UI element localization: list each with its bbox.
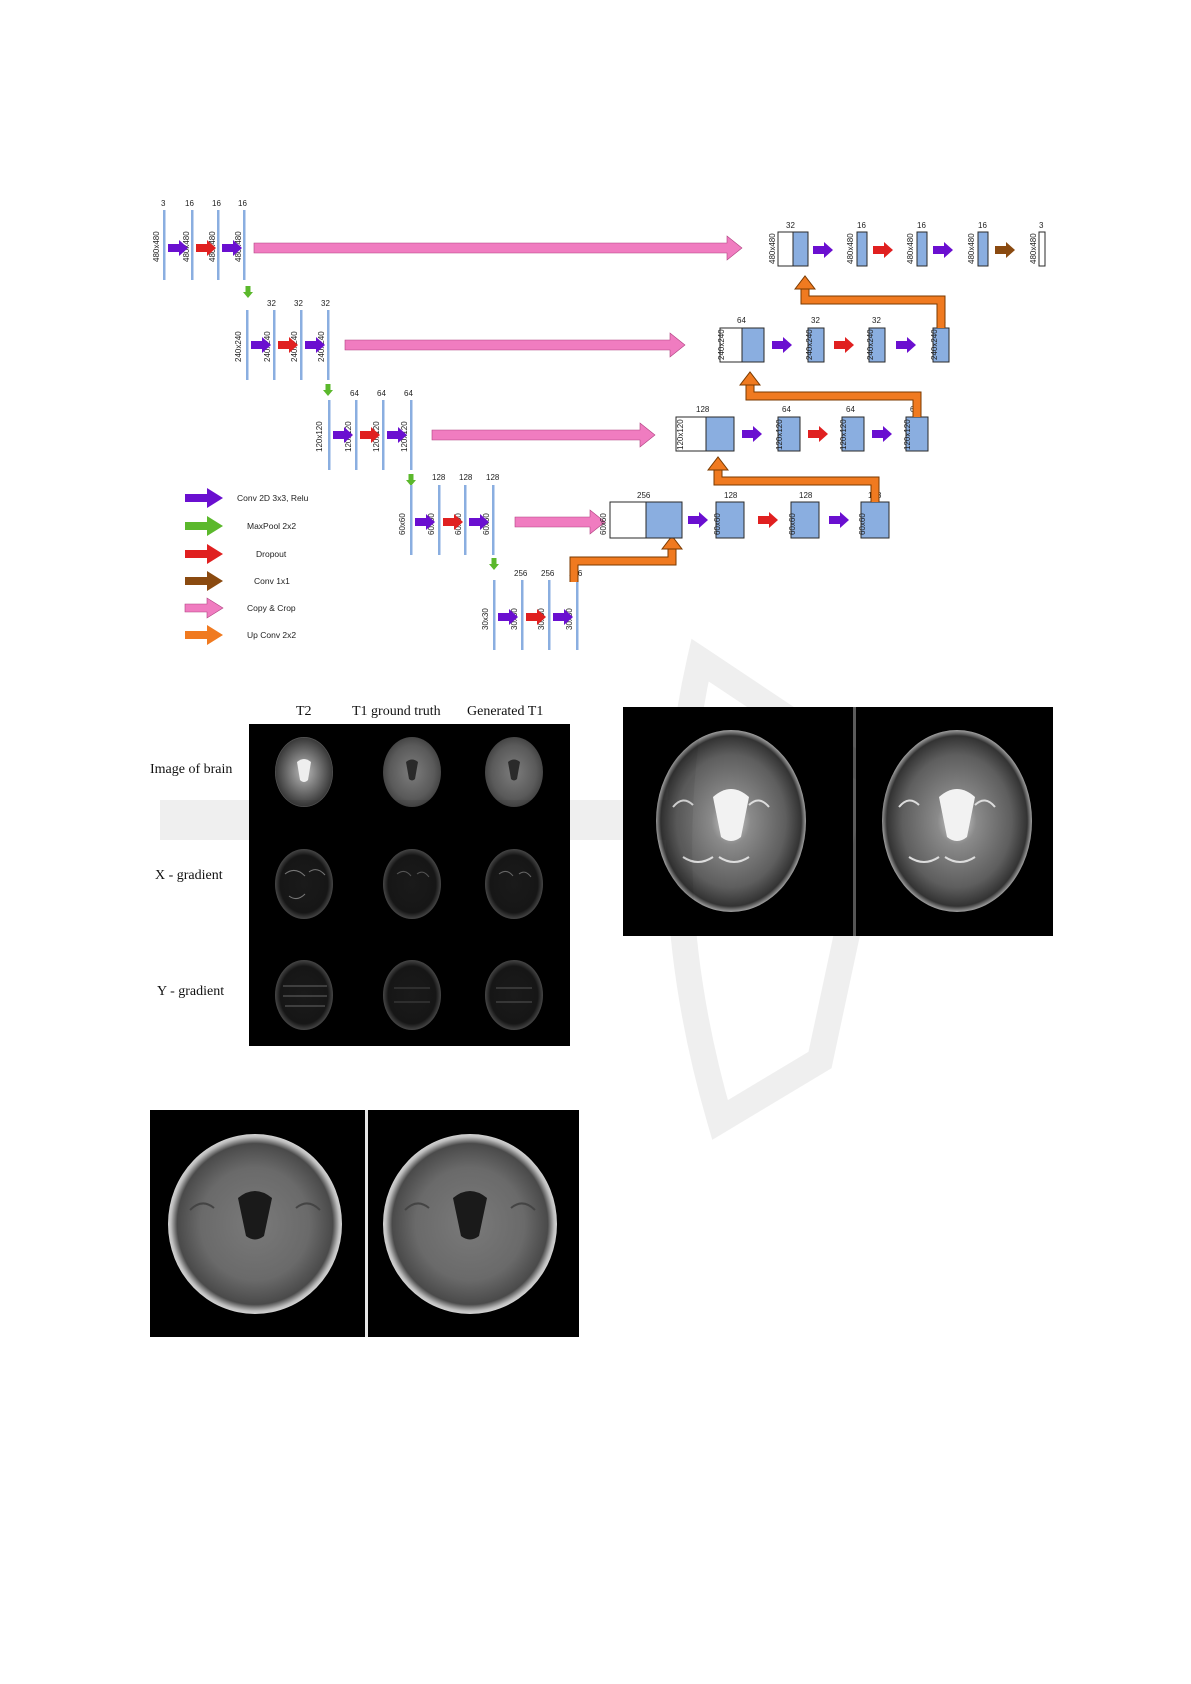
channel-label: 32 bbox=[786, 221, 795, 230]
svg-text:MaxPool 2x2: MaxPool 2x2 bbox=[247, 521, 296, 531]
channel-label: 64 bbox=[404, 389, 413, 398]
encoder-level-0: 3 16 16 16 480x480 480x480 480x480 480x4… bbox=[152, 199, 743, 298]
legend-item: Dropout bbox=[185, 544, 287, 564]
channel-label: 3 bbox=[161, 199, 166, 208]
channel-label: 16 bbox=[185, 199, 194, 208]
channel-label: 16 bbox=[978, 221, 987, 230]
t2-comparison-image bbox=[656, 707, 1032, 936]
legend-item: Copy & Crop bbox=[184, 597, 296, 619]
channel-label: 128 bbox=[459, 473, 473, 482]
encoder-level-1: 32 32 32 240x240 240x240 240x240 240x240 bbox=[234, 299, 686, 396]
decoder-level-3: 256 128 128 128 60x60 60x60 60x60 60x60 bbox=[599, 456, 890, 539]
svg-text:Conv 1x1: Conv 1x1 bbox=[254, 576, 290, 586]
t2-comparison-panel bbox=[623, 707, 1053, 936]
row-label-y-gradient: Y - gradient bbox=[157, 984, 225, 999]
dim-label: 60x60 bbox=[858, 513, 867, 535]
dim-label: 480x480 bbox=[906, 233, 915, 264]
brain-grid-image bbox=[275, 737, 543, 1030]
dim-label: 240x240 bbox=[930, 329, 939, 360]
channel-label: 32 bbox=[811, 316, 820, 325]
channel-label: 128 bbox=[486, 473, 500, 482]
dim-label: 240x240 bbox=[234, 331, 243, 362]
dim-label: 480x480 bbox=[182, 231, 191, 262]
channel-label: 256 bbox=[514, 569, 528, 578]
dim-label: 60x60 bbox=[599, 513, 608, 535]
dim-label: 480x480 bbox=[967, 233, 976, 264]
channel-label: 128 bbox=[696, 405, 710, 414]
decoder-level-1: 64 32 32 32 240x240 240x240 240x240 240x… bbox=[717, 275, 950, 363]
dim-label: 60x60 bbox=[788, 513, 797, 535]
channel-label: 128 bbox=[799, 491, 813, 500]
channel-label: 16 bbox=[857, 221, 866, 230]
channel-label: 64 bbox=[846, 405, 855, 414]
encoder-level-2: 64 64 64 120x120 120x120 120x120 120x120 bbox=[315, 389, 656, 486]
dim-label: 240x240 bbox=[717, 329, 726, 360]
brain-grid-panel bbox=[249, 724, 570, 1046]
channel-label: 128 bbox=[724, 491, 738, 500]
dim-label: 120x120 bbox=[315, 421, 324, 452]
dim-label: 120x120 bbox=[775, 419, 784, 450]
channel-label: 32 bbox=[321, 299, 330, 308]
dim-label: 240x240 bbox=[805, 329, 814, 360]
dim-label: 480x480 bbox=[152, 231, 161, 262]
encoder-level-3: 128 128 128 60x60 60x60 60x60 60x60 bbox=[398, 473, 606, 570]
channel-label: 256 bbox=[637, 491, 651, 500]
decoder-level-2: 128 64 64 64 120x120 120x120 120x120 120… bbox=[675, 371, 929, 452]
dim-label: 480x480 bbox=[1029, 233, 1038, 264]
col-header-generated-t1: Generated T1 bbox=[467, 704, 544, 719]
channel-label: 3 bbox=[1039, 221, 1044, 230]
dim-label: 60x60 bbox=[398, 513, 407, 535]
channel-label: 16 bbox=[212, 199, 221, 208]
channel-label: 64 bbox=[377, 389, 386, 398]
channel-label: 64 bbox=[350, 389, 359, 398]
legend: Conv 2D 3x3, Relu MaxPool 2x2 Dropout Co… bbox=[184, 488, 309, 645]
channel-label: 32 bbox=[294, 299, 303, 308]
t1-comparison-image bbox=[168, 1110, 557, 1337]
dim-label: 480x480 bbox=[846, 233, 855, 264]
channel-label: 64 bbox=[782, 405, 791, 414]
t1-comparison-panel bbox=[150, 1110, 579, 1337]
channel-label: 32 bbox=[872, 316, 881, 325]
legend-item: Conv 2D 3x3, Relu bbox=[185, 488, 309, 508]
dim-label: 120x120 bbox=[839, 419, 848, 450]
channel-label: 64 bbox=[737, 316, 746, 325]
svg-text:Dropout: Dropout bbox=[256, 549, 287, 559]
legend-item: Conv 1x1 bbox=[185, 571, 290, 591]
legend-item: Up Conv 2x2 bbox=[185, 625, 296, 645]
dim-label: 30x30 bbox=[481, 608, 490, 630]
dim-label: 120x120 bbox=[676, 419, 685, 450]
decoder-level-0: 32 16 16 16 3 480x480 480x480 480x480 48… bbox=[768, 221, 1046, 267]
channel-label: 16 bbox=[238, 199, 247, 208]
col-header-t2: T2 bbox=[296, 704, 312, 719]
svg-text:Conv 2D 3x3, Relu: Conv 2D 3x3, Relu bbox=[237, 493, 309, 503]
unet-architecture-diagram: 3 16 16 16 480x480 480x480 480x480 480x4… bbox=[152, 199, 1046, 650]
channel-label: 32 bbox=[267, 299, 276, 308]
bottleneck-level-4: 256 256 256 30x30 30x30 30x30 30x30 bbox=[481, 535, 684, 650]
dim-label: 240x240 bbox=[866, 329, 875, 360]
dim-label: 120x120 bbox=[903, 419, 912, 450]
row-label-x-gradient: X - gradient bbox=[155, 868, 223, 883]
svg-text:Copy & Crop: Copy & Crop bbox=[247, 603, 296, 613]
channel-label: 128 bbox=[432, 473, 446, 482]
col-header-t1-ground-truth: T1 ground truth bbox=[352, 704, 441, 719]
dim-label: 60x60 bbox=[713, 513, 722, 535]
svg-text:Up Conv 2x2: Up Conv 2x2 bbox=[247, 630, 296, 640]
dim-label: 480x480 bbox=[768, 233, 777, 264]
channel-label: 256 bbox=[541, 569, 555, 578]
row-label-image-of-brain: Image of brain bbox=[150, 762, 233, 777]
legend-item: MaxPool 2x2 bbox=[185, 516, 296, 536]
channel-label: 16 bbox=[917, 221, 926, 230]
